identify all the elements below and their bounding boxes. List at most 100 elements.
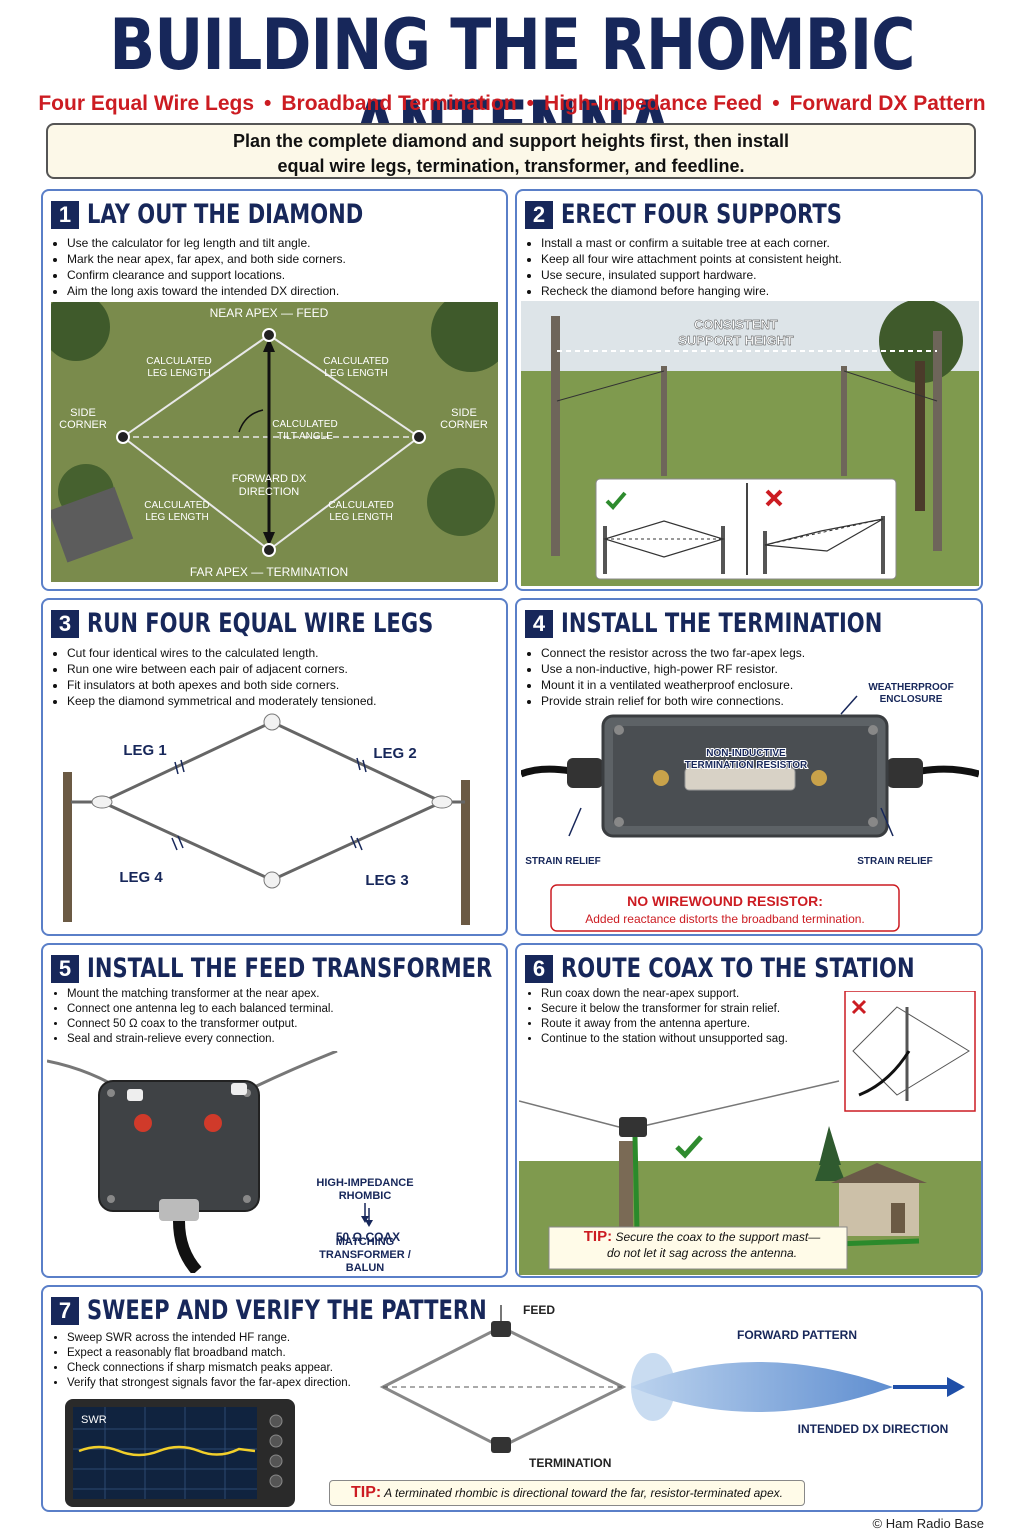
tip-text: A terminated rhombic is directional towa… [384, 1486, 783, 1500]
subtitle-item: Forward DX Pattern [789, 92, 986, 115]
tip-line: Secure the coax to the support mast— [615, 1230, 821, 1244]
cross-icon [851, 999, 867, 1015]
insulator-icon [262, 543, 276, 557]
height-label: SUPPORT HEIGHT [678, 333, 794, 348]
equal-tick-icon [171, 835, 184, 851]
bullet: Connect the resistor across the two far-… [541, 645, 805, 661]
bullet: Mount the matching transformer at the ne… [67, 987, 334, 1002]
warning-title: NO WIREWOUND RESISTOR: [627, 893, 823, 909]
intro-line: Plan the complete diamond and support he… [232, 131, 790, 151]
swr-trace [78, 1445, 256, 1457]
support-mast [63, 772, 72, 922]
leg-1-label: LEG 1 [123, 742, 166, 759]
step-number: 7 [51, 1296, 79, 1325]
flow-label: MATCHING [336, 1236, 394, 1248]
meter-button-icon[interactable] [269, 1414, 283, 1428]
height-label: CONSISTENT [694, 317, 778, 332]
meter-button-icon[interactable] [269, 1454, 283, 1468]
leg-length-label: LEG LENGTH [147, 368, 210, 379]
swr-label: SWR [81, 1414, 107, 1426]
bullet: Continue to the station without unsuppor… [541, 1032, 788, 1047]
leg-4-label: LEG 4 [119, 869, 163, 886]
insulator-icon [127, 1089, 143, 1101]
step-title: ROUTE COAX TO THE STATION [561, 953, 915, 984]
leg-2-label: LEG 2 [373, 745, 416, 762]
step-bullets: Cut four identical wires to the calculat… [51, 645, 377, 709]
pattern-illustration: FEED TERMINATION FORWARD PATTERN INTENDE… [379, 1303, 965, 1470]
warning-body: Added reactance distorts the broadband t… [585, 912, 865, 926]
strain-relief-label: STRAIN RELIEF [525, 856, 601, 867]
insulator-icon [91, 795, 113, 809]
step-title: INSTALL THE TERMINATION [561, 608, 883, 639]
resistor-label: TERMINATION RESISTOR [685, 760, 808, 771]
flow-label: TRANSFORMER / [319, 1249, 411, 1261]
bullet: Verify that strongest signals favor the … [67, 1376, 351, 1391]
insulator-icon [431, 795, 453, 809]
coax-connector-icon [159, 1199, 199, 1221]
swr-meter: SWR [65, 1399, 295, 1507]
forward-dx-label: FORWARD DX [232, 473, 307, 485]
leg-length-label: CALCULATED [323, 356, 388, 367]
bullet: Secure it below the transformer for stra… [541, 1002, 788, 1017]
support-mast [619, 1141, 633, 1251]
bullet: Aim the long axis toward the intended DX… [67, 283, 346, 299]
matching-transformer [98, 1080, 260, 1212]
checkmark-icon [675, 1135, 703, 1159]
tree-icon [431, 302, 498, 372]
flow-label: 50 Ω COAX [335, 1230, 401, 1244]
flow-label: RHOMBIC [339, 1190, 392, 1202]
equal-tick-icon [350, 835, 363, 851]
arrow-right-icon [947, 1377, 965, 1397]
warning-box [550, 884, 900, 932]
bullet: Install a mast or confirm a suitable tre… [541, 235, 842, 251]
cross-icon [765, 489, 783, 507]
step-number: 4 [525, 609, 553, 638]
bullet: Provide strain relief for both wire conn… [541, 693, 805, 709]
subtitle-item: Broadband Termination [281, 92, 517, 115]
wire-legs-illustration: LEG 1 LEG 2 LEG 3 LEG 4 [63, 713, 470, 925]
tilt-angle-label: CALCULATED [272, 419, 337, 430]
subtitle: Four Equal Wire Legs•Broadband Terminati… [0, 92, 1024, 116]
strain-relief-gland [567, 758, 603, 788]
tilt-arrow-icon [238, 409, 264, 433]
meter-button-icon[interactable] [269, 1474, 283, 1488]
terminal-icon [811, 770, 827, 786]
flow-label: BALUN [346, 1262, 385, 1273]
arrow-down-icon [361, 1216, 369, 1223]
bullet: Mount it in a ventilated weatherproof en… [541, 677, 805, 693]
step-bullets: Run coax down the near-apex support. Sec… [525, 987, 788, 1047]
forward-lobe [631, 1362, 893, 1412]
forward-pattern-label: FORWARD PATTERN [737, 1328, 857, 1342]
strain-relief-gland [887, 758, 923, 788]
supports-illustration: CONSISTENT SUPPORT HEIGHT [521, 301, 979, 586]
checkmark-icon [605, 491, 627, 510]
arrow-down-icon [365, 1208, 373, 1227]
resistor-label: NON-INDUCTIVE [706, 748, 786, 759]
step-number: 1 [51, 200, 79, 229]
subtitle-separator: • [772, 92, 780, 115]
feed-transformer-illustration: HIGH-IMPEDANCE RHOMBIC MATCHING TRANSFOR… [47, 1051, 414, 1273]
leg-length-label: LEG LENGTH [329, 512, 392, 523]
insulator-icon [231, 1083, 247, 1095]
bullet: Keep the diamond symmetrical and moderat… [67, 693, 377, 709]
tip-text: TIP: Secure the coax to the support mast… [559, 1229, 845, 1261]
pointer-arrow-icon [840, 695, 858, 715]
step-number: 5 [51, 954, 79, 983]
termination-resistor [684, 767, 796, 791]
step-title: ERECT FOUR SUPPORTS [561, 199, 842, 230]
leg-length-label: CALCULATED [328, 500, 393, 511]
balanced-terminal-icon [134, 1114, 152, 1132]
step-header: 4 INSTALL THE TERMINATION [525, 608, 973, 642]
bullet: Keep all four wire attachment points at … [541, 251, 842, 267]
pointer-arrow-icon [880, 807, 894, 837]
termination-illustration: WEATHERPROOF ENCLOSURE NON-INDUCTIVE TER… [521, 682, 979, 932]
meter-button-icon[interactable] [269, 1434, 283, 1448]
bullet: Seal and strain-relieve every connection… [67, 1032, 334, 1047]
bullet: Recheck the diamond before hanging wire. [541, 283, 842, 299]
side-corner-label: SIDE [451, 407, 477, 419]
